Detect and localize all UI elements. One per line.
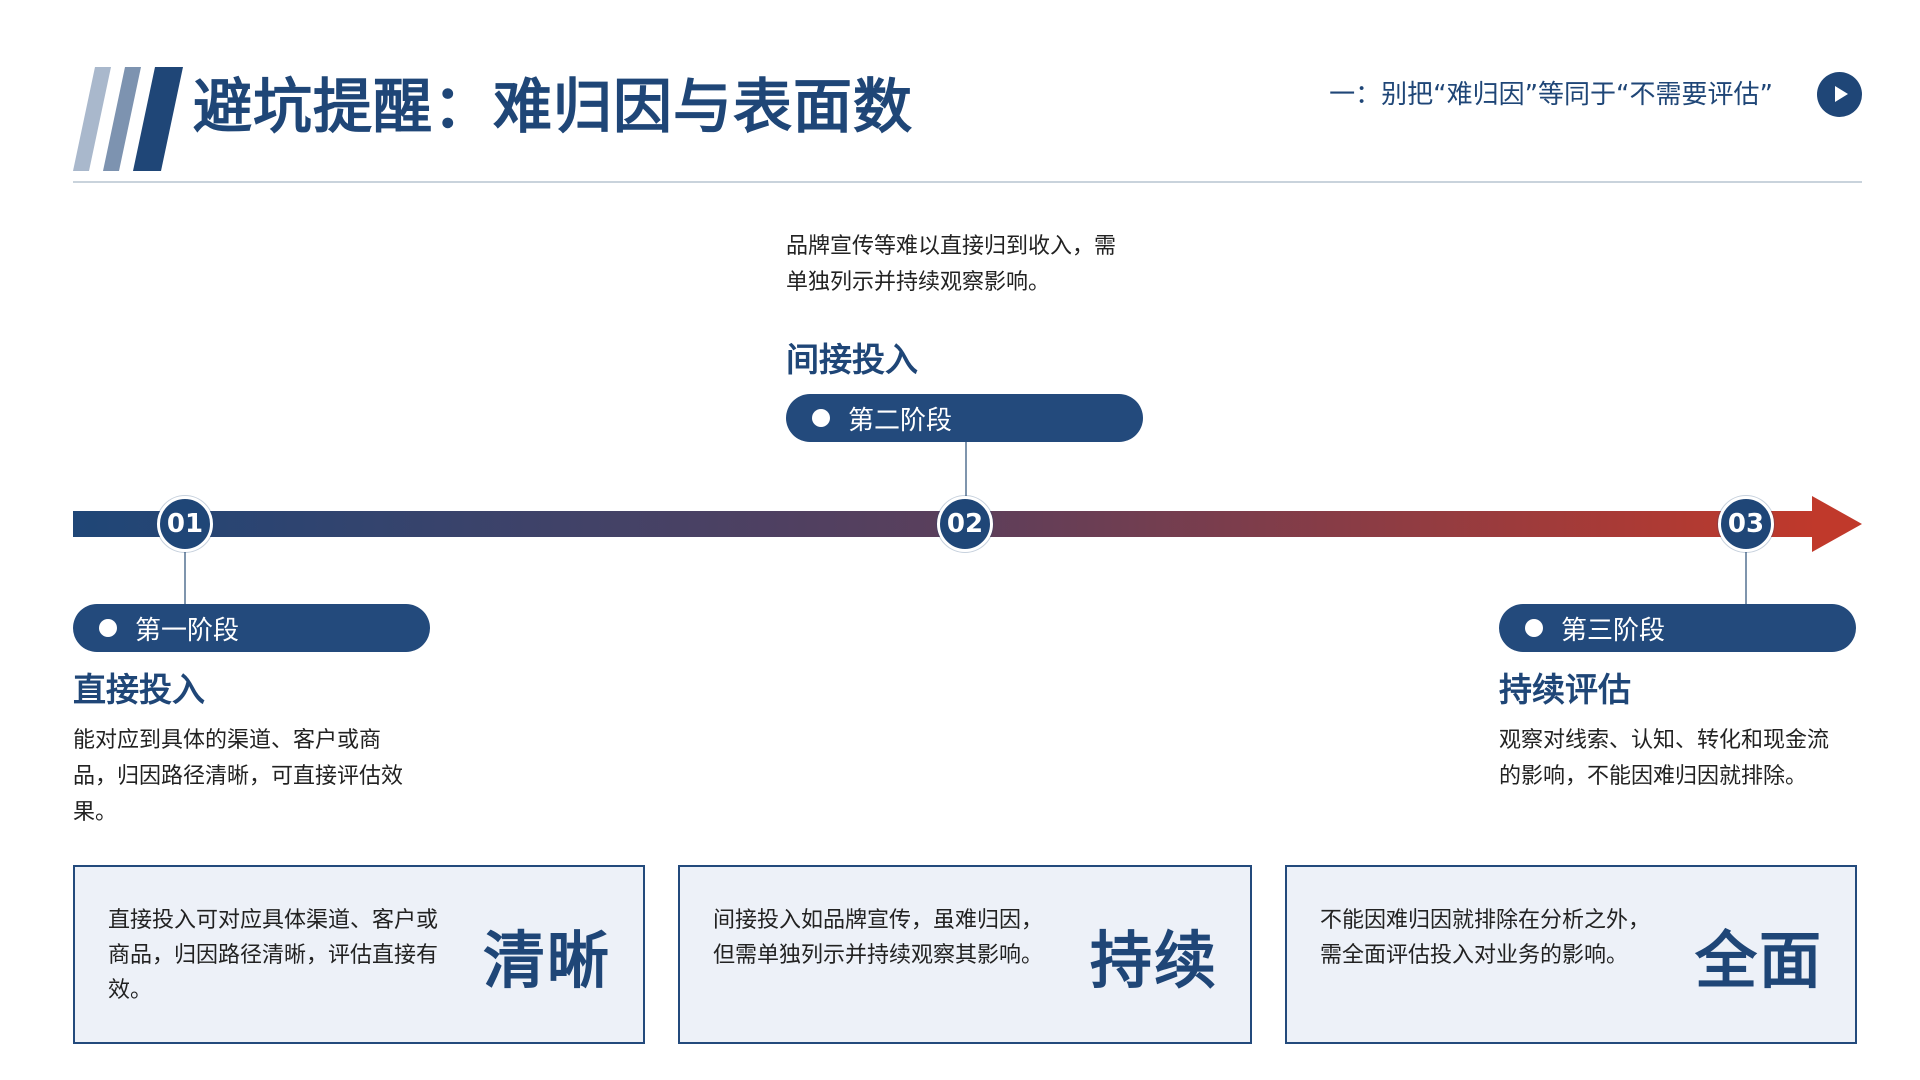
stage-pill-label: 第一阶段 [135, 615, 240, 646]
stage-desc-2: 品牌宣传等难以直接归到收入，需单独列示并持续观察影响。 [786, 234, 1117, 295]
card-keyword: 持续 [1089, 923, 1218, 997]
bullet-dot-icon [99, 619, 117, 637]
connector-line [184, 550, 186, 604]
stage-pill-3: 第三阶段 [1499, 604, 1856, 652]
stage-pill-1: 第一阶段 [73, 604, 430, 652]
stage-desc-3: 观察对线索、认知、转化和现金流的影响，不能因难归因就排除。 [1499, 728, 1830, 789]
card-text: 直接投入可对应具体渠道、客户或商品，归因路径清晰，评估直接有效。 [108, 908, 439, 1003]
card-text: 不能因难归因就排除在分析之外，需全面评估投入对业务的影响。 [1320, 908, 1651, 968]
timeline-node-03: 03 [1718, 496, 1774, 552]
page-subtitle: 一：别把“难归因”等同于“不需要评估” [1329, 80, 1773, 110]
stage-pill-2: 第二阶段 [786, 394, 1143, 442]
summary-card-1: 直接投入可对应具体渠道、客户或商品，归因路径清晰，评估直接有效。 清晰 [73, 865, 645, 1044]
stage-title-1: 直接投入 [73, 670, 205, 709]
timeline-node-02: 02 [937, 496, 993, 552]
stage-title-2: 间接投入 [786, 340, 918, 379]
bullet-dot-icon [1525, 619, 1543, 637]
decorative-stripes-icon [73, 67, 183, 171]
connector-line [965, 441, 967, 496]
stage-pill-label: 第二阶段 [848, 405, 953, 436]
timeline-node-01: 01 [157, 496, 213, 552]
card-keyword: 清晰 [482, 923, 611, 997]
bullet-dot-icon [812, 409, 830, 427]
page-title: 避坑提醒：难归因与表面数 [193, 72, 914, 141]
connector-line [1745, 550, 1747, 604]
card-text: 间接投入如品牌宣传，虽难归因，但需单独列示并持续观察其影响。 [713, 908, 1044, 968]
header-divider [73, 181, 1862, 183]
stage-pill-label: 第三阶段 [1561, 615, 1666, 646]
summary-card-3: 不能因难归因就排除在分析之外，需全面评估投入对业务的影响。 全面 [1285, 865, 1857, 1044]
stage-desc-1: 能对应到具体的渠道、客户或商品，归因路径清晰，可直接评估效果。 [73, 728, 404, 825]
summary-card-2: 间接投入如品牌宣传，虽难归因，但需单独列示并持续观察其影响。 持续 [678, 865, 1252, 1044]
stage-title-3: 持续评估 [1499, 670, 1631, 709]
card-keyword: 全面 [1694, 923, 1823, 997]
play-icon[interactable] [1817, 72, 1862, 117]
